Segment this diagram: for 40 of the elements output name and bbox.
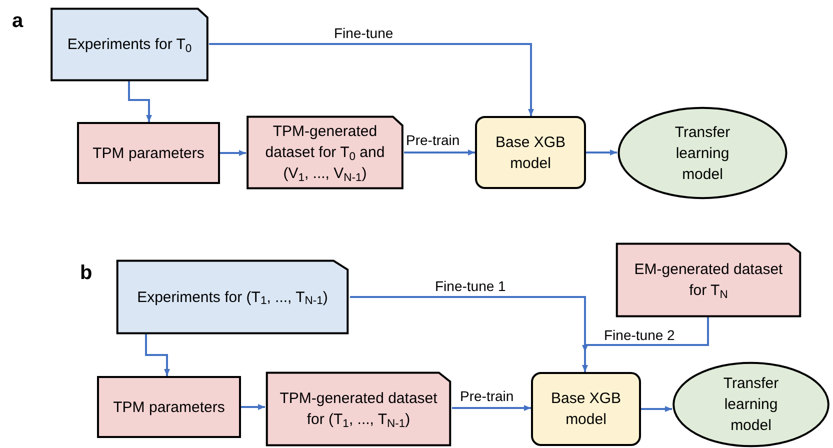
process-box	[97, 376, 241, 438]
document-box	[115, 260, 350, 334]
document-box	[265, 372, 452, 446]
document-box	[246, 116, 404, 189]
document-box	[50, 8, 209, 81]
ellipse-node	[672, 362, 830, 447]
node-text: Base XGB model	[550, 389, 622, 430]
arrow	[641, 406, 672, 412]
arrow	[220, 150, 246, 156]
arrow	[404, 150, 475, 156]
node-text: Base XGB model	[494, 132, 567, 174]
rounded-box	[531, 372, 641, 446]
arrow	[452, 405, 531, 411]
edge-label: Fine-tune	[333, 25, 394, 41]
document-box	[615, 243, 802, 317]
edge-label: Fine-tune 2	[603, 327, 676, 343]
arrow	[128, 81, 152, 122]
arrow	[209, 43, 534, 116]
arrow	[586, 150, 617, 156]
node-text: EM-generated dataset for T$_{N}$	[633, 260, 784, 301]
arrow	[145, 334, 170, 376]
node-text: TPM parameters	[92, 144, 206, 164]
edge-label: Pre-train	[459, 388, 515, 404]
process-box	[77, 122, 220, 184]
arrow	[241, 404, 265, 410]
ellipse-node	[617, 107, 788, 199]
edge-label: Pre-train	[405, 132, 461, 148]
node-text: Experiments for T$_{0}$	[66, 35, 193, 55]
arrow	[350, 296, 588, 372]
node-text: Transfer learning model	[674, 122, 732, 184]
node-text: TPM-generated dataset for T$_{0}$ and (V$_{1}$, ..., V$_{N-1}$)	[264, 122, 386, 184]
arrow	[582, 317, 709, 352]
node-text: TPM parameters	[112, 398, 226, 418]
panel-letter: a	[12, 9, 24, 34]
node-text: TPM-generated dataset for (T$_{1}$, ..., T$_{N-1}$)	[278, 389, 438, 430]
edge-label: Fine-tune 1	[434, 278, 507, 294]
panel-letter: b	[80, 261, 92, 286]
node-text: Experiments for (T$_{1}$, ..., T$_{N-1}$)	[136, 288, 329, 308]
rounded-box	[475, 116, 586, 189]
node-text: Transfer learning model	[722, 374, 780, 436]
